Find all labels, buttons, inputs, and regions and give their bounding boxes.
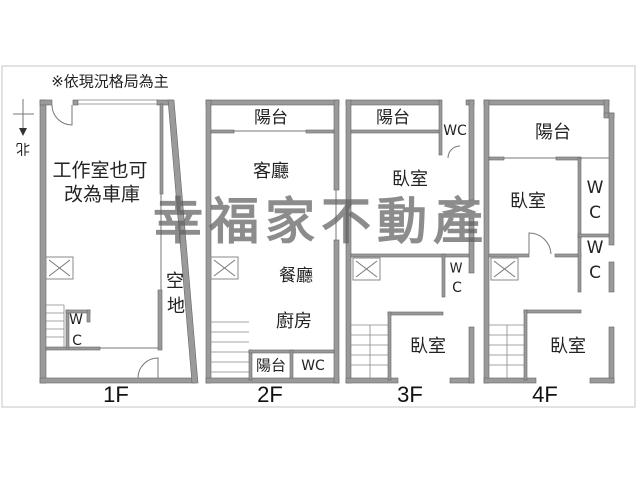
- f1-open-space-2: 地: [167, 296, 185, 317]
- watermark: 幸福家不動產: [153, 193, 489, 251]
- f2-living-room: 客廳: [253, 161, 289, 182]
- frame-border: [1, 65, 636, 408]
- layout-note: ※依現況格局為主: [51, 73, 169, 91]
- floor-label-4f: 4F: [532, 382, 558, 407]
- f4-wc1-c: C: [589, 203, 601, 223]
- f3-bedroom-1: 臥室: [392, 169, 428, 190]
- f4-wc2-c: C: [589, 263, 601, 283]
- f1-wc-c: C: [72, 333, 82, 349]
- floor-label-3f: 3F: [397, 382, 423, 407]
- floor-label-2f: 2F: [257, 382, 283, 407]
- f3-bedroom-2: 臥室: [410, 336, 446, 357]
- f4-balcony: 陽台: [535, 122, 571, 143]
- f1-open-space-1: 空: [166, 271, 184, 292]
- north-arrow-icon: [13, 99, 34, 136]
- floor-1-plan: [39, 99, 199, 384]
- f4-wc1-w: W: [587, 178, 604, 198]
- f3-wc2-w: W: [450, 262, 463, 277]
- floor-label-1f: 1F: [103, 382, 129, 407]
- f2-wc: WC: [301, 358, 325, 374]
- floor-4-plan: [483, 99, 615, 384]
- f1-room-line2: 改為車庫: [64, 184, 140, 206]
- north-label: 北: [16, 140, 30, 156]
- f1-room-line1: 工作室也可: [52, 160, 147, 182]
- f4-bedroom-2: 臥室: [550, 336, 586, 357]
- f3-balcony: 陽台: [376, 108, 410, 128]
- floor-3-plan: [345, 99, 475, 384]
- f3-wc2-c: C: [452, 280, 462, 296]
- f2-kitchen: 廚房: [276, 310, 312, 332]
- f2-balcony: 陽台: [254, 108, 288, 128]
- f4-bedroom-1: 臥室: [510, 191, 546, 212]
- f2-dining-room: 餐廳: [279, 266, 313, 286]
- f2-rear-balcony: 陽台: [256, 357, 286, 375]
- floor-2-plan: [205, 99, 340, 384]
- f4-wc2-w: W: [587, 238, 604, 258]
- f3-wc: WC: [443, 123, 467, 139]
- f1-wc-w: W: [69, 312, 83, 328]
